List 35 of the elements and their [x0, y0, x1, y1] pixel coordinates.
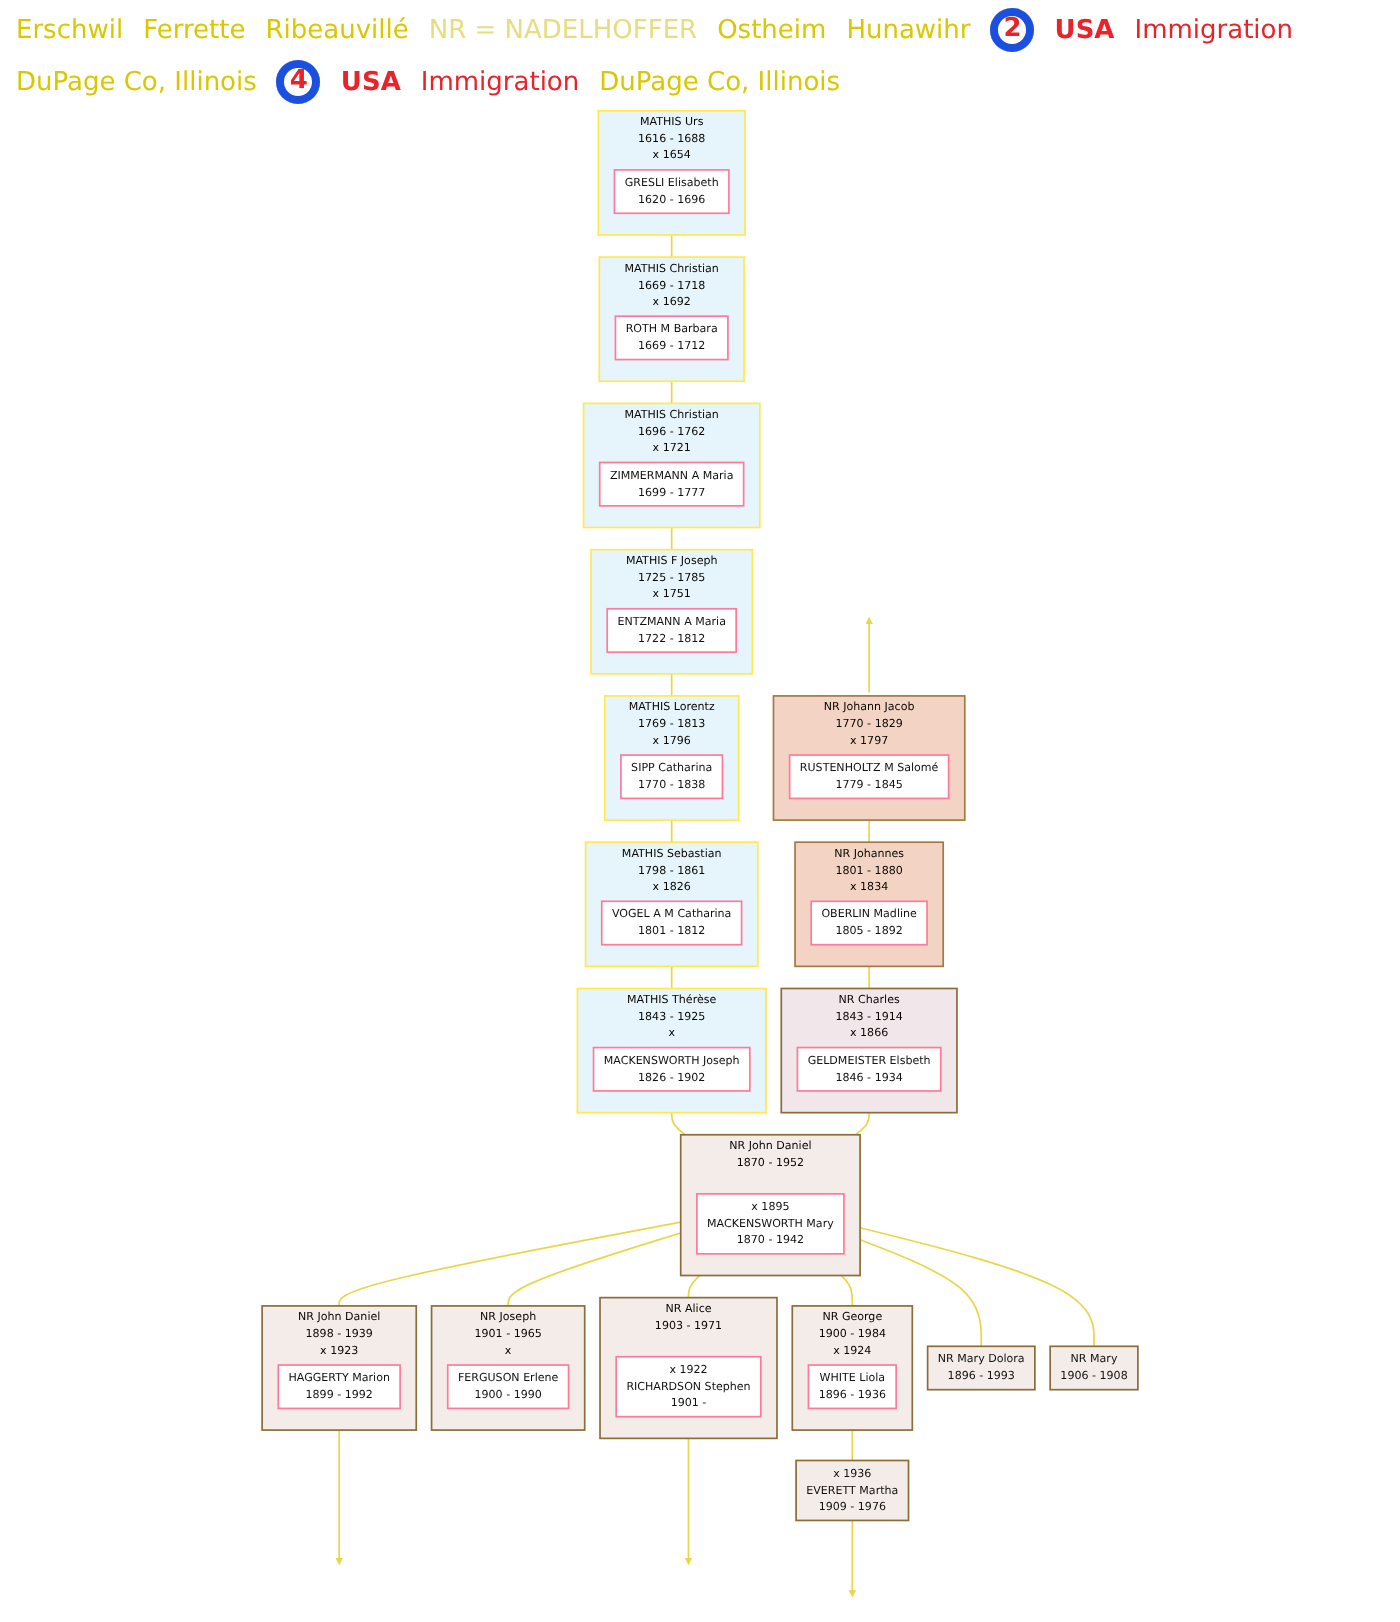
place-label: DuPage Co, Illinois — [599, 67, 841, 97]
place-label: Ribeauvillé — [265, 15, 409, 45]
connector-line — [670, 819, 673, 844]
connector-line — [868, 819, 870, 844]
connector-line — [670, 672, 673, 697]
place-label: Ostheim — [717, 15, 827, 45]
connector-line — [840, 1274, 854, 1307]
place-label: Hunawihr — [846, 15, 971, 45]
connector-line — [848, 1519, 857, 1598]
note: NR = NADELHOFFER — [428, 15, 698, 45]
connector-line — [684, 1437, 693, 1565]
connector-line — [859, 1226, 1095, 1348]
connector-line — [670, 526, 673, 551]
country-label: USA — [340, 67, 401, 97]
place-label: DuPage Co, Illinois — [16, 67, 257, 97]
place-label: Ferrette — [143, 15, 246, 45]
number-badge: 2 — [990, 8, 1035, 52]
connector-line — [670, 965, 673, 990]
connector-line — [507, 1232, 682, 1307]
number-badge: 4 — [276, 60, 321, 104]
country-label: USA — [1054, 15, 1115, 45]
connector-line — [670, 234, 673, 258]
connector-line — [868, 965, 870, 990]
connector-line — [851, 1429, 854, 1462]
place-label: Erschwil — [16, 15, 124, 45]
connector-line — [670, 380, 673, 405]
connector-line — [670, 1111, 686, 1136]
caption: Immigration — [1134, 15, 1293, 45]
connector-line — [335, 1429, 343, 1565]
connector-line — [687, 1274, 701, 1299]
connector-line — [859, 1238, 983, 1348]
caption: Immigration — [420, 67, 580, 97]
connector-line — [338, 1221, 682, 1307]
connector-line — [865, 616, 873, 694]
connector-line — [854, 1111, 870, 1136]
